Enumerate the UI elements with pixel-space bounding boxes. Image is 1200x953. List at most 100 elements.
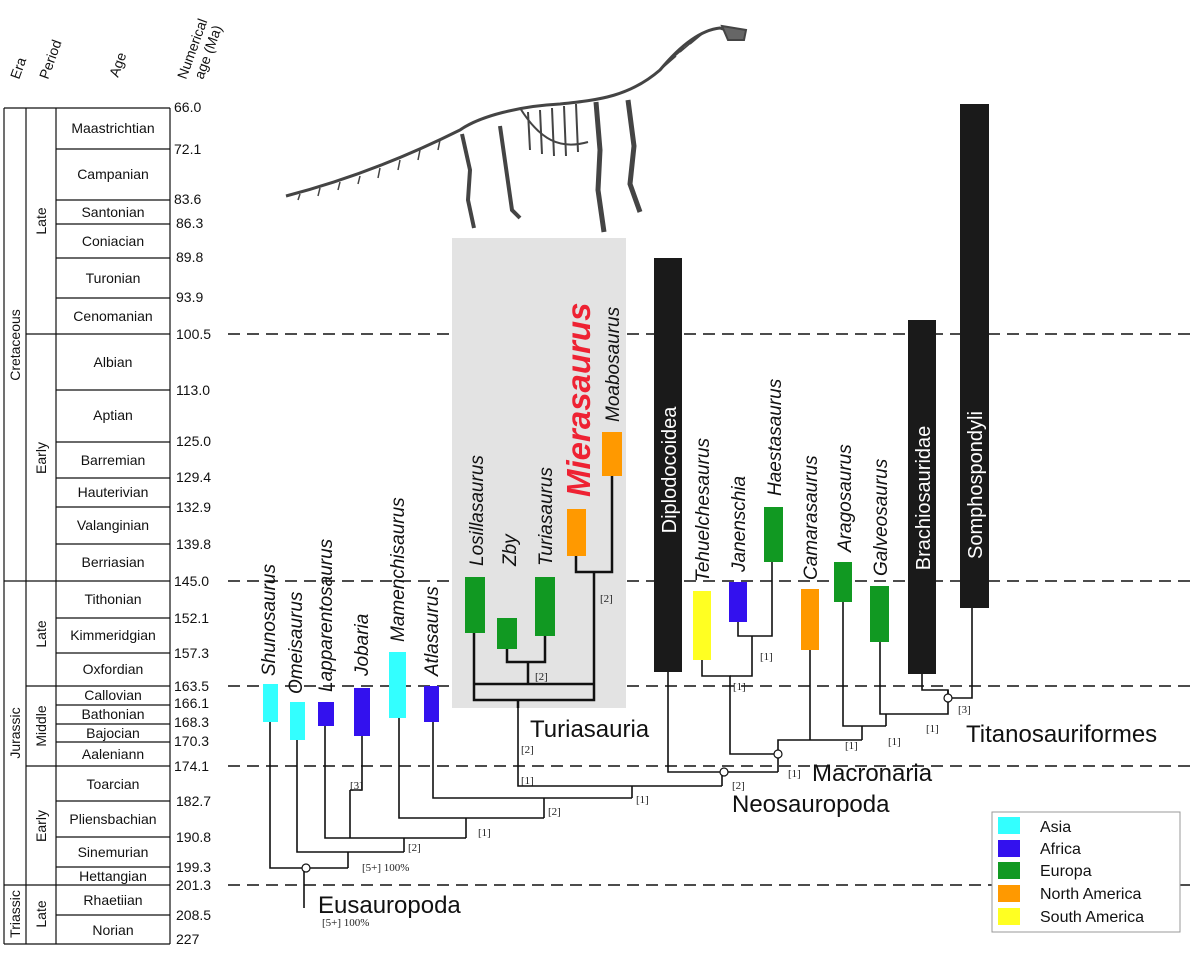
- cladogram-branches: [269, 476, 973, 908]
- era-label-triassic: Triassic: [7, 890, 23, 938]
- range-bar-turiasaurus: [535, 577, 555, 636]
- support-value: [1]: [733, 681, 746, 693]
- numerical-ages: 66.0 72.1 83.6 86.3 89.8 93.9 100.5 113.…: [174, 99, 211, 947]
- range-bar-janenschia: [729, 582, 747, 622]
- age-value: 125.0: [176, 433, 211, 449]
- taxon-label-atlasaurus: Atlasaurus: [422, 586, 443, 677]
- stage-label: Hettangian: [79, 868, 147, 884]
- node-macronaria: [773, 749, 783, 759]
- support-value: [1]: [760, 651, 773, 663]
- taxon-label-turiasaurus: Turiasaurus: [536, 467, 557, 566]
- range-bar-camarasaurus: [801, 589, 819, 650]
- node-neosauropoda: [719, 767, 729, 777]
- range-bar-galveosaurus: [870, 586, 889, 642]
- stage-label: Tithonian: [84, 591, 141, 607]
- age-value: 201.3: [176, 877, 211, 893]
- taxa: Shunosaurus Omeisaurus Lapparentosaurus …: [259, 104, 989, 740]
- stage-label: Oxfordian: [83, 661, 144, 677]
- legend-label-africa: Africa: [1040, 841, 1081, 858]
- boundary-lines: [228, 333, 1196, 886]
- header-period: Period: [36, 38, 65, 82]
- range-bar-brachiosauridae: [908, 320, 936, 674]
- period-label: Early: [33, 442, 49, 474]
- stage-label: Toarcian: [87, 776, 140, 792]
- taxon-label-tehuelchesaurus: Tehuelchesaurus: [693, 437, 714, 582]
- node-markers: [301, 693, 953, 873]
- stage-label: Valanginian: [77, 517, 149, 533]
- support-value: [2]: [521, 744, 534, 756]
- range-bar-tehuelchesaurus: [693, 591, 711, 660]
- stage-label: Bajocian: [86, 725, 140, 741]
- header-era: Era: [7, 55, 30, 81]
- period-label: Late: [33, 620, 49, 647]
- support-value: [2]: [732, 780, 745, 792]
- range-bar-mamenchisaurus: [389, 652, 406, 718]
- support-value: [1]: [788, 768, 801, 780]
- stage-label: Barremian: [81, 452, 146, 468]
- range-bar-omeisaurus: [290, 702, 305, 740]
- range-bar-mierasaurus: [567, 509, 586, 556]
- period-labels: Late Early Late Middle Early Late: [33, 207, 49, 927]
- legend-swatch-africa: [998, 840, 1020, 857]
- age-value: 182.7: [176, 793, 211, 809]
- stage-label: Hauterivian: [78, 484, 149, 500]
- age-value: 174.1: [174, 758, 209, 774]
- stage-label: Kimmeridgian: [70, 627, 156, 643]
- range-bar-losillasaurus: [465, 577, 485, 633]
- stage-label: Norian: [92, 922, 133, 938]
- taxon-label-omeisaurus: Omeisaurus: [286, 591, 307, 694]
- range-bar-moabosaurus: [602, 432, 622, 476]
- stage-label: Bathonian: [81, 706, 144, 722]
- period-label: Late: [33, 207, 49, 234]
- support-value: [1]: [888, 736, 901, 748]
- taxon-label-camarasaurus: Camarasaurus: [801, 455, 822, 580]
- stage-label: Coniacian: [82, 233, 144, 249]
- taxon-label-aragosaurus: Aragosaurus: [835, 444, 856, 553]
- era-label-cretaceous: Cretaceous: [7, 309, 23, 381]
- clade-label-neosauropoda: Neosauropoda: [732, 791, 890, 818]
- taxon-label-losillasaurus: Losillasaurus: [467, 455, 488, 566]
- stage-label: Santonian: [81, 204, 144, 220]
- stage-label: Cenomanian: [73, 308, 152, 324]
- age-value: 227: [176, 931, 200, 947]
- support-values: [5+] 100% [5+] 100% [2] [3] [1] [2] [1] …: [322, 593, 971, 929]
- support-value: [2]: [600, 593, 613, 605]
- taxon-label-moabosaurus: Moabosaurus: [603, 306, 624, 422]
- header-age: Age: [106, 50, 130, 79]
- taxon-label-lapparentosaurus: Lapparentosaurus: [316, 538, 337, 692]
- age-value: 145.0: [174, 573, 209, 589]
- legend: Asia Africa Europa North America South A…: [991, 811, 1181, 933]
- clade-label-eusauropoda: Eusauropoda: [318, 892, 461, 919]
- support-value: [1]: [926, 723, 939, 735]
- range-bar-haestasaurus: [764, 507, 783, 562]
- taxon-label-brachiosauridae: Brachiosauridae: [913, 426, 935, 571]
- stage-label: Berriasian: [81, 554, 144, 570]
- range-bar-lapparentosaurus: [318, 702, 334, 726]
- age-value: 190.8: [176, 829, 211, 845]
- legend-swatch-europa: [998, 862, 1020, 879]
- support-value: [1]: [478, 827, 491, 839]
- taxon-label-mierasaurus: Mierasaurus: [560, 303, 597, 497]
- age-value: 66.0: [174, 99, 201, 115]
- period-label: Late: [33, 900, 49, 927]
- era-label-jurassic: Jurassic: [7, 707, 23, 758]
- stage-label: Maastrichtian: [71, 120, 154, 136]
- support-value: [2]: [408, 842, 421, 854]
- taxon-label-diplodocoidea: Diplodocoidea: [659, 406, 681, 534]
- age-value: 132.9: [176, 499, 211, 515]
- stage-label: Sinemurian: [78, 844, 149, 860]
- range-bar-diplodocoidea: [654, 258, 682, 672]
- age-value: 199.3: [176, 859, 211, 875]
- support-value: [3]: [350, 780, 363, 792]
- range-bar-jobaria: [354, 688, 370, 736]
- age-value: 157.3: [174, 645, 209, 661]
- era-labels: Cretaceous Jurassic Triassic: [7, 309, 23, 938]
- stage-label: Aaleniann: [82, 746, 144, 762]
- age-value: 139.8: [176, 536, 211, 552]
- legend-box: [991, 811, 1181, 933]
- age-value: 93.9: [176, 289, 203, 305]
- node-titanosauriformes: [943, 693, 953, 703]
- age-value: 100.5: [176, 326, 211, 342]
- stage-label: Pliensbachian: [69, 811, 156, 827]
- range-bar-aragosaurus: [834, 562, 852, 602]
